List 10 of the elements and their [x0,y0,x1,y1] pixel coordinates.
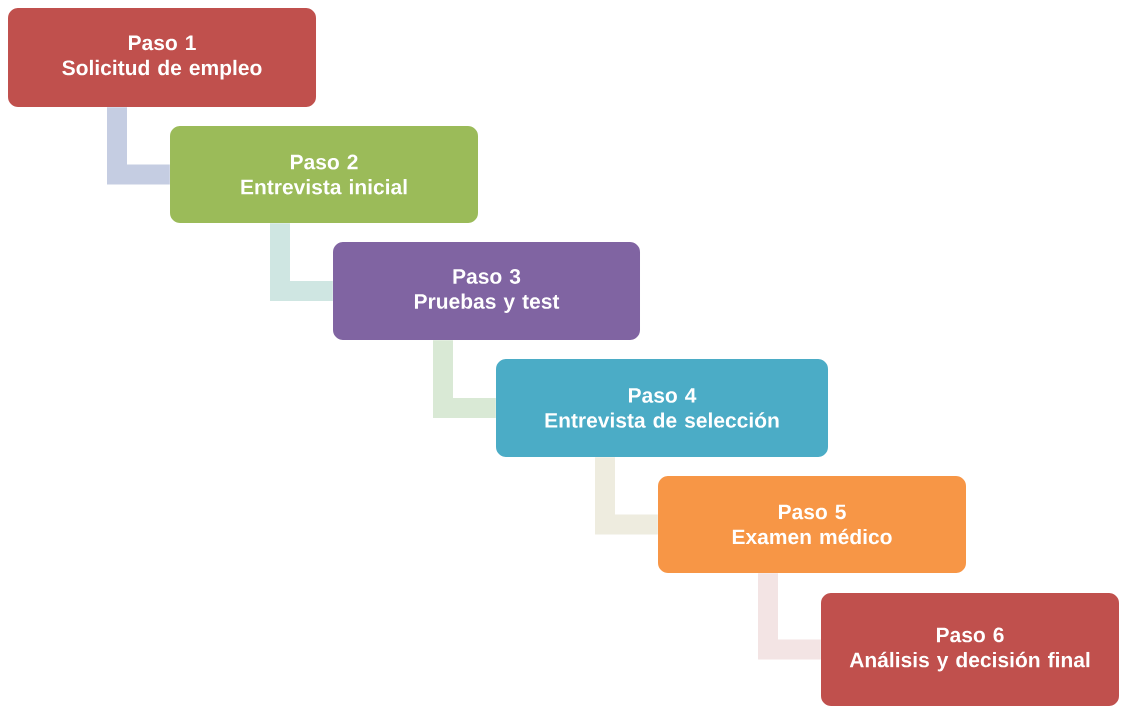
connector-line [758,573,821,660]
connector-line [595,457,658,535]
step-box: Paso 2 Entrevista inicial [170,126,478,223]
connector-line [270,223,333,301]
step-box: Paso 4 Entrevista de selección [496,359,828,457]
step-box: Paso 5 Examen médico [658,476,966,573]
step-box: Paso 6 Análisis y decisión final [821,593,1119,706]
connector-line [433,340,496,418]
step-box: Paso 1 Solicitud de empleo [8,8,316,107]
step-box: Paso 3 Pruebas y test [333,242,640,340]
